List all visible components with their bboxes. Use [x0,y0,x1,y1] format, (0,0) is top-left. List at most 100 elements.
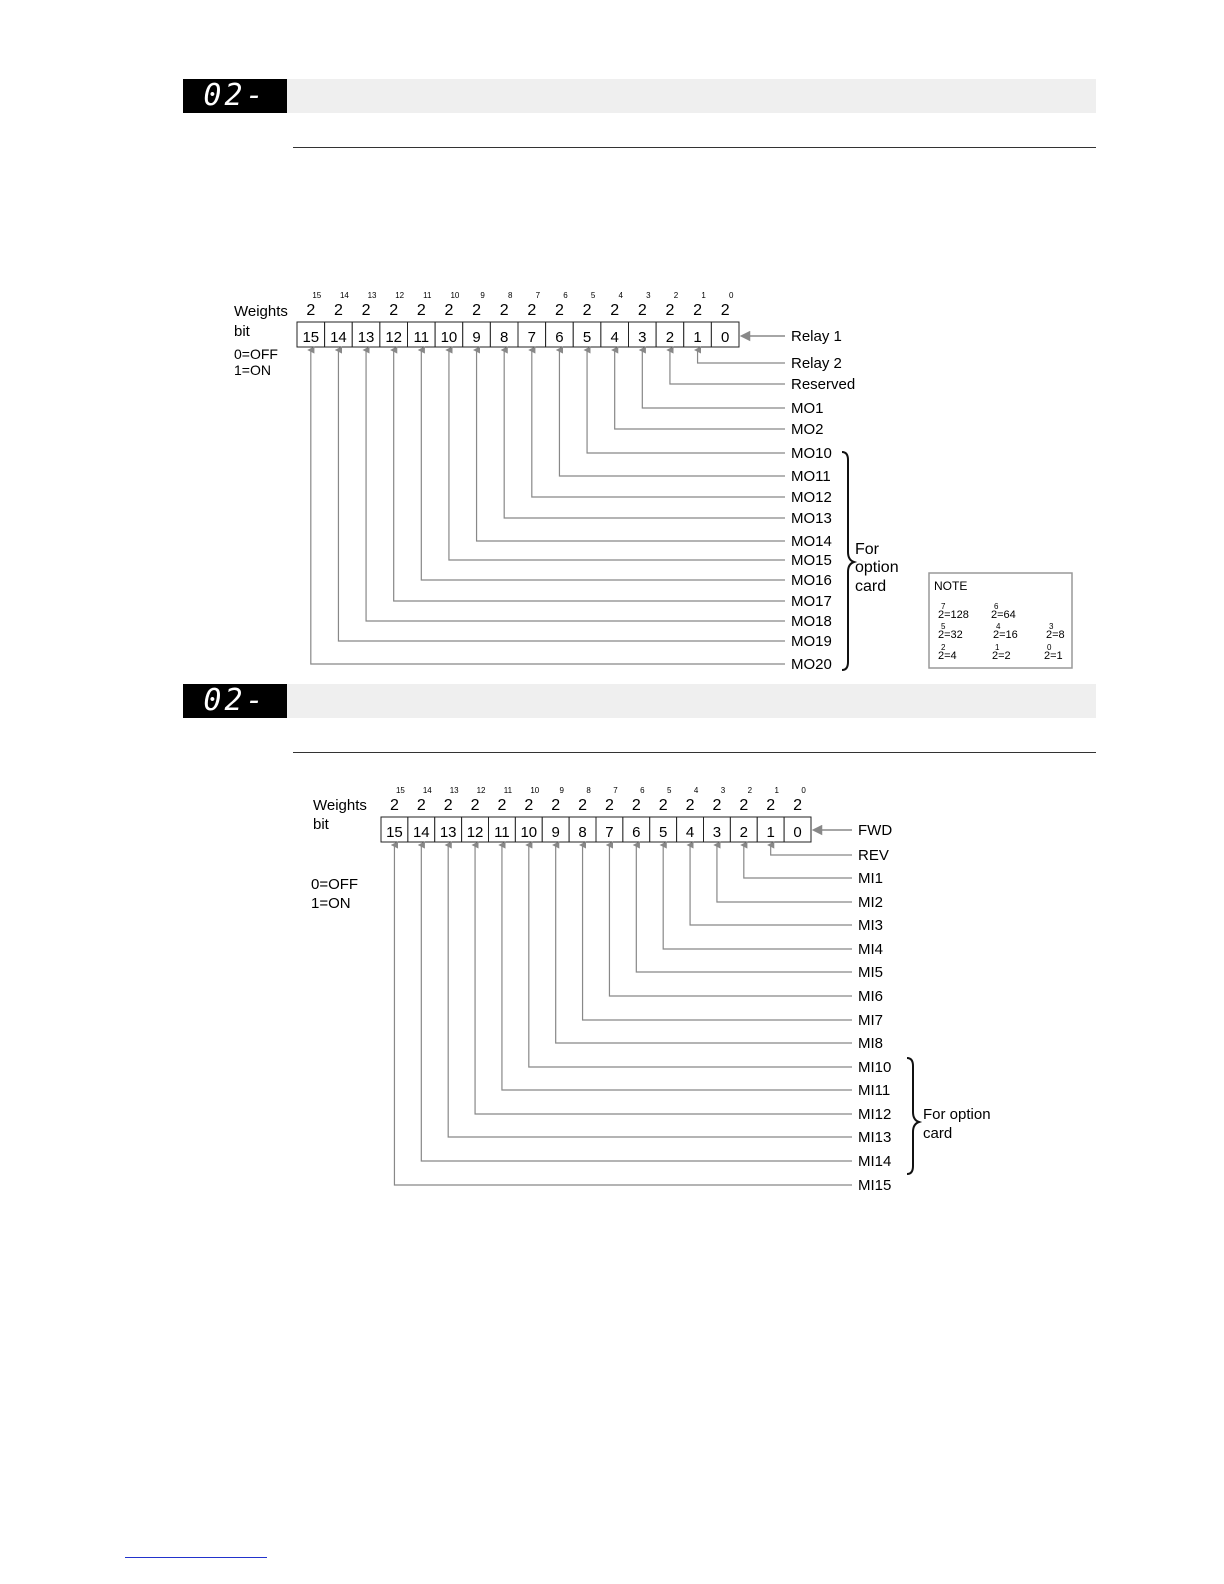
bit-number: 10 [520,824,537,841]
signal-line [472,346,785,542]
bit-number: 8 [578,824,586,841]
note-value: 2=4 [938,650,957,662]
signal-line [638,346,785,409]
note-value: 2=2 [992,650,1011,662]
bit-number: 2 [740,824,748,841]
signal-label: MO18 [791,613,832,630]
bit-number: 4 [611,329,619,346]
note-value: 2=16 [993,629,1018,641]
bit-number: 13 [440,824,457,841]
signal-label: MO15 [791,552,832,569]
weight-base: 2 [555,302,564,319]
weight-base: 2 [551,797,560,814]
weight-base: 2 [472,302,481,319]
weight-base: 2 [686,797,695,814]
weight-exponent: 10 [450,291,459,300]
signal-label: MO12 [791,489,832,506]
weight-exponent: 4 [694,786,699,795]
weight-exponent: 1 [774,786,779,795]
bit-cell [628,321,657,348]
signal-label: MO11 [791,468,831,485]
brace-label-line-3: card [855,578,886,595]
signal-label: MO2 [791,421,824,438]
weight-exponent: 10 [530,786,539,795]
weight-base: 2 [390,797,399,814]
bit-signal-lines [307,330,785,665]
signal-line [611,346,785,430]
bit-number: 3 [713,824,721,841]
weight-exponent: 8 [508,291,513,300]
signal-label: FWD [858,822,892,839]
weight-base: 2 [665,302,674,319]
weight-exponent: 2 [748,786,753,795]
signal-label: MO14 [791,533,832,550]
weight-exponent: 12 [395,291,404,300]
signal-line [666,346,785,385]
signal-label: Relay 1 [791,328,842,345]
signal-label: MI13 [858,1129,891,1146]
bit-cell [683,321,712,348]
note-value: 2=1 [1044,650,1063,662]
signal-line [555,346,785,477]
weight-exponent: 7 [536,291,541,300]
weight-exponent: 15 [396,786,405,795]
bit-number: 11 [494,824,510,841]
weight-base: 2 [605,797,614,814]
weight-exponent: 0 [801,786,806,795]
weight-exponent: 13 [450,786,459,795]
weight-base: 2 [610,302,619,319]
bit-cell [756,816,785,843]
section-divider [293,147,1096,148]
bit-cell [489,321,519,348]
signal-line [713,841,852,903]
signal-label: Reserved [791,376,855,393]
signal-line [362,346,785,622]
signal-label: MI6 [858,988,883,1005]
bit-number: 12 [385,329,402,346]
param-header-background [287,79,1096,113]
off-label: 0=OFF [311,876,358,893]
bit-number: 5 [659,824,667,841]
weight-base: 2 [632,797,641,814]
bit-number: 0 [793,824,801,841]
weight-exponent: 13 [368,291,377,300]
weight-exponent: 5 [591,291,596,300]
weight-base: 2 [500,302,509,319]
bit-cell [541,816,570,843]
signal-line [578,841,852,1021]
bit-number: 1 [693,329,701,346]
signal-label: MO16 [791,572,832,589]
bit-diagram-relay-mo: Weights bit 0=OFF 1=ON 15215142141321312… [234,291,1073,673]
note-value: 2=32 [938,629,963,641]
section-divider [293,752,1096,753]
bit-number: 3 [638,329,646,346]
bit-number: 7 [528,329,536,346]
weight-base: 2 [524,797,533,814]
signal-line [740,841,852,879]
weight-base: 2 [444,797,453,814]
weight-base: 2 [444,302,453,319]
bit-cell [379,321,408,348]
weight-base: 2 [693,302,702,319]
weight-exponent: 4 [618,291,623,300]
bit-number: 11 [414,329,430,346]
on-label: 1=ON [311,895,351,912]
signal-line [686,841,852,926]
signal-line [307,346,785,665]
param-header-02-51: 02-51 [183,79,1096,147]
signal-label: MO1 [791,400,824,417]
bit-cell [434,816,463,843]
brace-label-line-1: For [855,541,880,558]
note-title: NOTE [934,579,967,593]
weight-exponent: 15 [312,291,321,300]
bit-number: 0 [721,329,729,346]
bit-number: 15 [302,329,319,346]
weights-label: Weights [313,797,367,814]
bit-register: 1521514214132131221211211102109298287276… [380,786,812,843]
weight-base: 2 [497,797,506,814]
signal-label: MI10 [858,1059,891,1076]
weight-exponent: 1 [701,291,706,300]
bit-number: 4 [686,824,694,841]
bit-diagram-fwd-rev-mi: Weights bit 0=OFF 1=ON 15215142141321312… [311,786,991,1194]
